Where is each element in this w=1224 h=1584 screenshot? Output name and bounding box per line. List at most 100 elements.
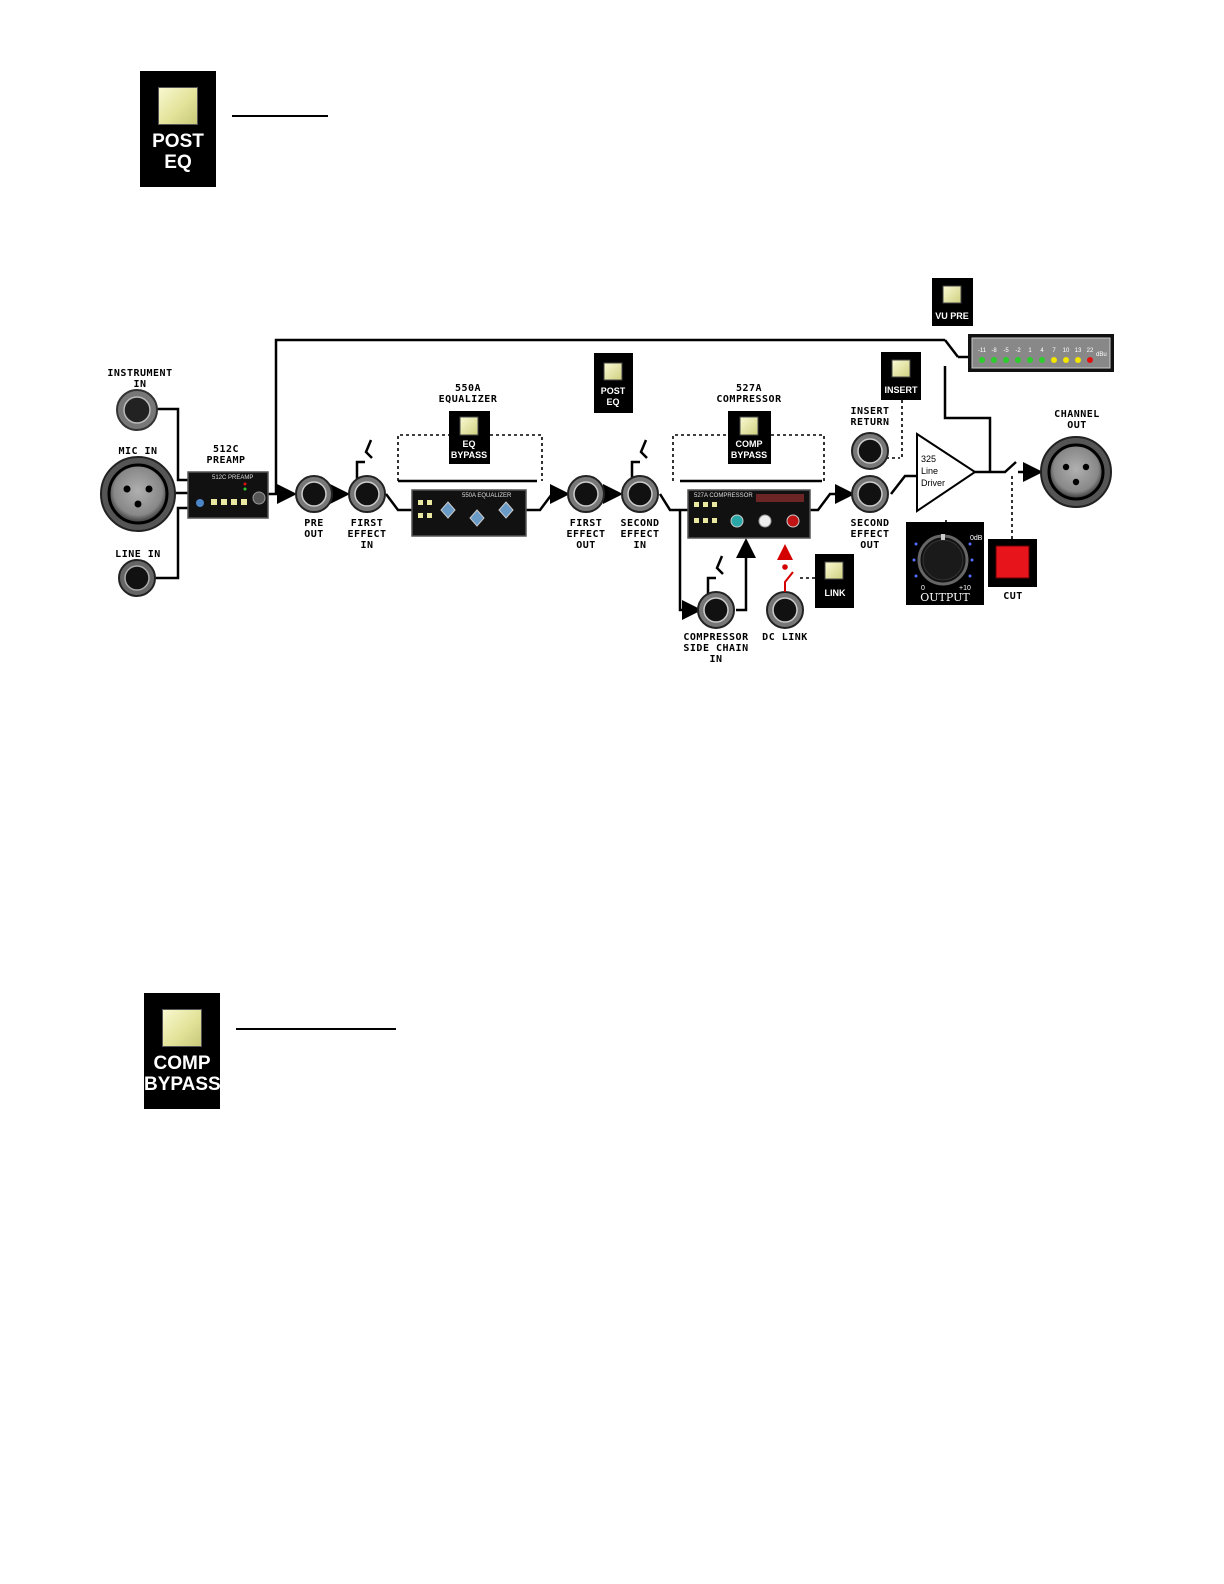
meter-led	[1075, 357, 1081, 363]
meter-scale-label: 10	[1063, 348, 1070, 354]
meter-scale-label: 4	[1040, 348, 1044, 354]
meter-scale-label: -8	[991, 348, 997, 354]
second-effect-in-label-2: EFFECT	[620, 529, 659, 540]
post-eq-small-label-1: POST	[601, 386, 626, 396]
post-eq-underline	[232, 115, 328, 117]
meter-led	[1039, 357, 1045, 363]
first-effect-in-label-1: FIRST	[351, 518, 384, 529]
meter-scale-label: -2	[1015, 348, 1021, 354]
first-effect-out-label-1: FIRST	[570, 518, 603, 529]
meter-scale-label: 13	[1075, 348, 1082, 354]
meter-led	[1051, 357, 1057, 363]
compressor-527a-module[interactable]: 527A COMPRESSOR	[687, 489, 811, 539]
instrument-in-jack[interactable]	[116, 389, 158, 431]
channel-out-xlr-jack[interactable]	[1040, 436, 1112, 508]
insert-return-jack[interactable]	[851, 432, 889, 470]
comp-bypass-small-label-2: BYPASS	[731, 450, 767, 460]
cut-label: CUT	[1003, 591, 1023, 602]
channel-out-label-1: CHANNEL	[1054, 409, 1100, 420]
preamp-label-2: PREAMP	[206, 455, 245, 466]
meter-led	[1063, 357, 1069, 363]
meter-led	[1087, 357, 1093, 363]
second-effect-out-jack[interactable]	[851, 475, 889, 513]
equalizer-label-2: EQUALIZER	[439, 394, 498, 405]
post-eq-label-line2: EQ	[164, 152, 192, 173]
output-scale-0: 0	[921, 585, 925, 592]
pre-out-jack[interactable]	[295, 475, 333, 513]
comp-bypass-label-line2: BYPASS	[144, 1074, 221, 1095]
second-effect-in-label-3: IN	[633, 540, 646, 551]
comp-bypass-small-button[interactable]: COMP BYPASS	[728, 411, 771, 464]
first-effect-in-jack[interactable]	[348, 475, 386, 513]
line-in-label: LINE IN	[115, 549, 161, 560]
dc-link-label: DC LINK	[762, 632, 808, 643]
comp-bypass-small-label-1: COMP	[736, 439, 763, 449]
first-effect-out-label-3: OUT	[576, 540, 596, 551]
sidechain-label-1: COMPRESSOR	[683, 632, 749, 643]
channel-out-label-2: OUT	[1067, 420, 1087, 431]
sidechain-label-2: SIDE CHAIN	[683, 643, 748, 654]
dc-link-red-wire	[777, 544, 794, 592]
preamp-label-1: 512C	[213, 444, 239, 455]
line-driver-label-2: Line	[921, 466, 938, 476]
vu-pre-label: VU PRE	[935, 311, 969, 321]
cut-button[interactable]	[988, 539, 1037, 587]
signal-flow-diagram: INSTRUMENT IN MIC IN LINE IN 512C PREAMP…	[100, 278, 1114, 665]
line-in-jack[interactable]	[118, 559, 156, 597]
sidechain-label-3: IN	[709, 654, 722, 665]
meter-led	[991, 357, 997, 363]
dc-link-jack[interactable]	[766, 591, 804, 629]
first-effect-out-jack[interactable]	[567, 475, 605, 513]
compressor-label-1: 527A	[736, 383, 762, 394]
first-effect-in-label-3: IN	[360, 540, 373, 551]
output-scale-0db: 0dB	[970, 535, 983, 542]
pre-out-label-1: PRE	[304, 518, 324, 529]
mic-in-xlr-jack[interactable]	[100, 456, 176, 532]
instrument-in-label-1: INSTRUMENT	[107, 368, 172, 379]
meter-scale-label: 7	[1052, 348, 1056, 354]
meter-unit: dBu	[1096, 352, 1107, 358]
insert-return-label-2: RETURN	[850, 417, 889, 428]
meter-scale-label: 1	[1028, 348, 1032, 354]
link-button[interactable]: LINK	[815, 554, 854, 608]
line-driver-amplifier	[916, 432, 977, 513]
post-eq-label-line1: POST	[152, 131, 204, 152]
meter-scale-label: -11	[978, 348, 987, 354]
post-eq-button[interactable]: POST EQ	[140, 71, 216, 187]
meter-scale-label: -5	[1003, 348, 1009, 354]
compressor-label-2: COMPRESSOR	[716, 394, 782, 405]
post-eq-lamp	[158, 87, 198, 125]
equalizer-label-1: 550A	[455, 383, 481, 394]
equalizer-550a-module[interactable]: 550A EQUALIZER	[411, 489, 527, 537]
first-effect-in-label-2: EFFECT	[347, 529, 386, 540]
insert-button[interactable]: INSERT	[881, 352, 921, 400]
eq-panel-label: 550A EQUALIZER	[462, 493, 512, 499]
meter-scale-label: 22	[1087, 348, 1094, 354]
line-driver-label-1: 325	[921, 454, 936, 464]
second-effect-out-label-3: OUT	[860, 540, 880, 551]
output-scale-plus10: +10	[959, 585, 971, 592]
second-effect-in-jack[interactable]	[621, 475, 659, 513]
output-label: OUTPUT	[920, 591, 970, 604]
insert-label: INSERT	[884, 385, 918, 395]
eq-bypass-button[interactable]: EQ BYPASS	[449, 411, 490, 464]
output-knob-panel[interactable]: 0dB 0 +10 OUTPUT	[906, 522, 984, 605]
link-label: LINK	[825, 588, 846, 598]
second-effect-in-label-1: SECOND	[620, 518, 659, 529]
second-effect-out-label-2: EFFECT	[850, 529, 889, 540]
vu-pre-button[interactable]: VU PRE	[932, 278, 973, 326]
comp-bypass-button[interactable]: COMP BYPASS	[144, 993, 221, 1109]
line-driver-label-3: Driver	[921, 478, 945, 488]
preamp-512c-module[interactable]: 512C PREAMP	[187, 471, 269, 519]
insert-return-label-1: INSERT	[850, 406, 889, 417]
meter-led	[1027, 357, 1033, 363]
post-eq-small-button[interactable]: POST EQ	[594, 353, 633, 413]
level-meter: -11 -8 -5 -2 1 4 7 10 13 22 dBu	[968, 334, 1114, 372]
post-eq-small-label-2: EQ	[606, 397, 619, 407]
second-effect-out-label-1: SECOND	[850, 518, 889, 529]
sidechain-in-jack[interactable]	[697, 591, 735, 629]
comp-bypass-label-line1: COMP	[153, 1053, 211, 1074]
eq-bypass-label-1: EQ	[462, 439, 475, 449]
meter-led	[1015, 357, 1021, 363]
comp-panel-label: 527A COMPRESSOR	[694, 493, 753, 499]
